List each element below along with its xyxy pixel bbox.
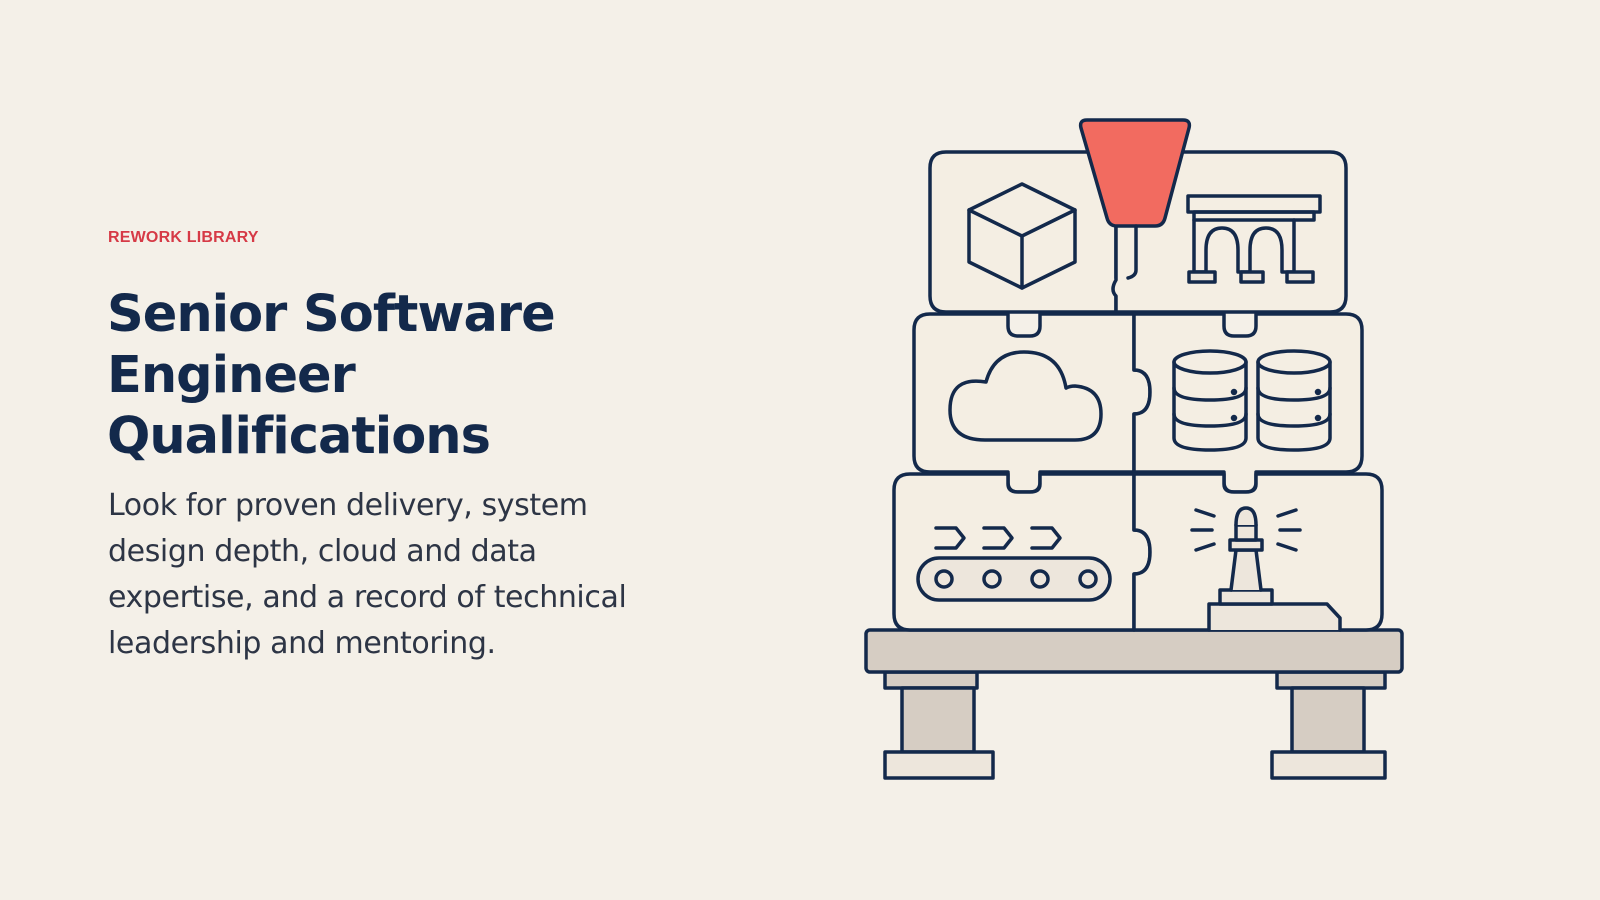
- cube-icon: [967, 182, 1077, 290]
- table-base: [864, 628, 1404, 780]
- eyebrow-label: REWORK LIBRARY: [108, 229, 259, 246]
- lighthouse-icon: [1190, 506, 1342, 632]
- cloud-icon: [948, 350, 1103, 442]
- tile-middle-right: [1132, 312, 1364, 494]
- page-title: Senior Software Engineer Qualifications: [107, 285, 556, 466]
- aqueduct-icon: [1186, 194, 1322, 284]
- conveyor-icon: [916, 526, 1112, 602]
- page-description: Look for proven delivery, system design …: [108, 488, 627, 661]
- funnel-icon: [1078, 118, 1192, 280]
- database-icon: [1172, 349, 1332, 452]
- tile-bottom-left: [892, 472, 1152, 632]
